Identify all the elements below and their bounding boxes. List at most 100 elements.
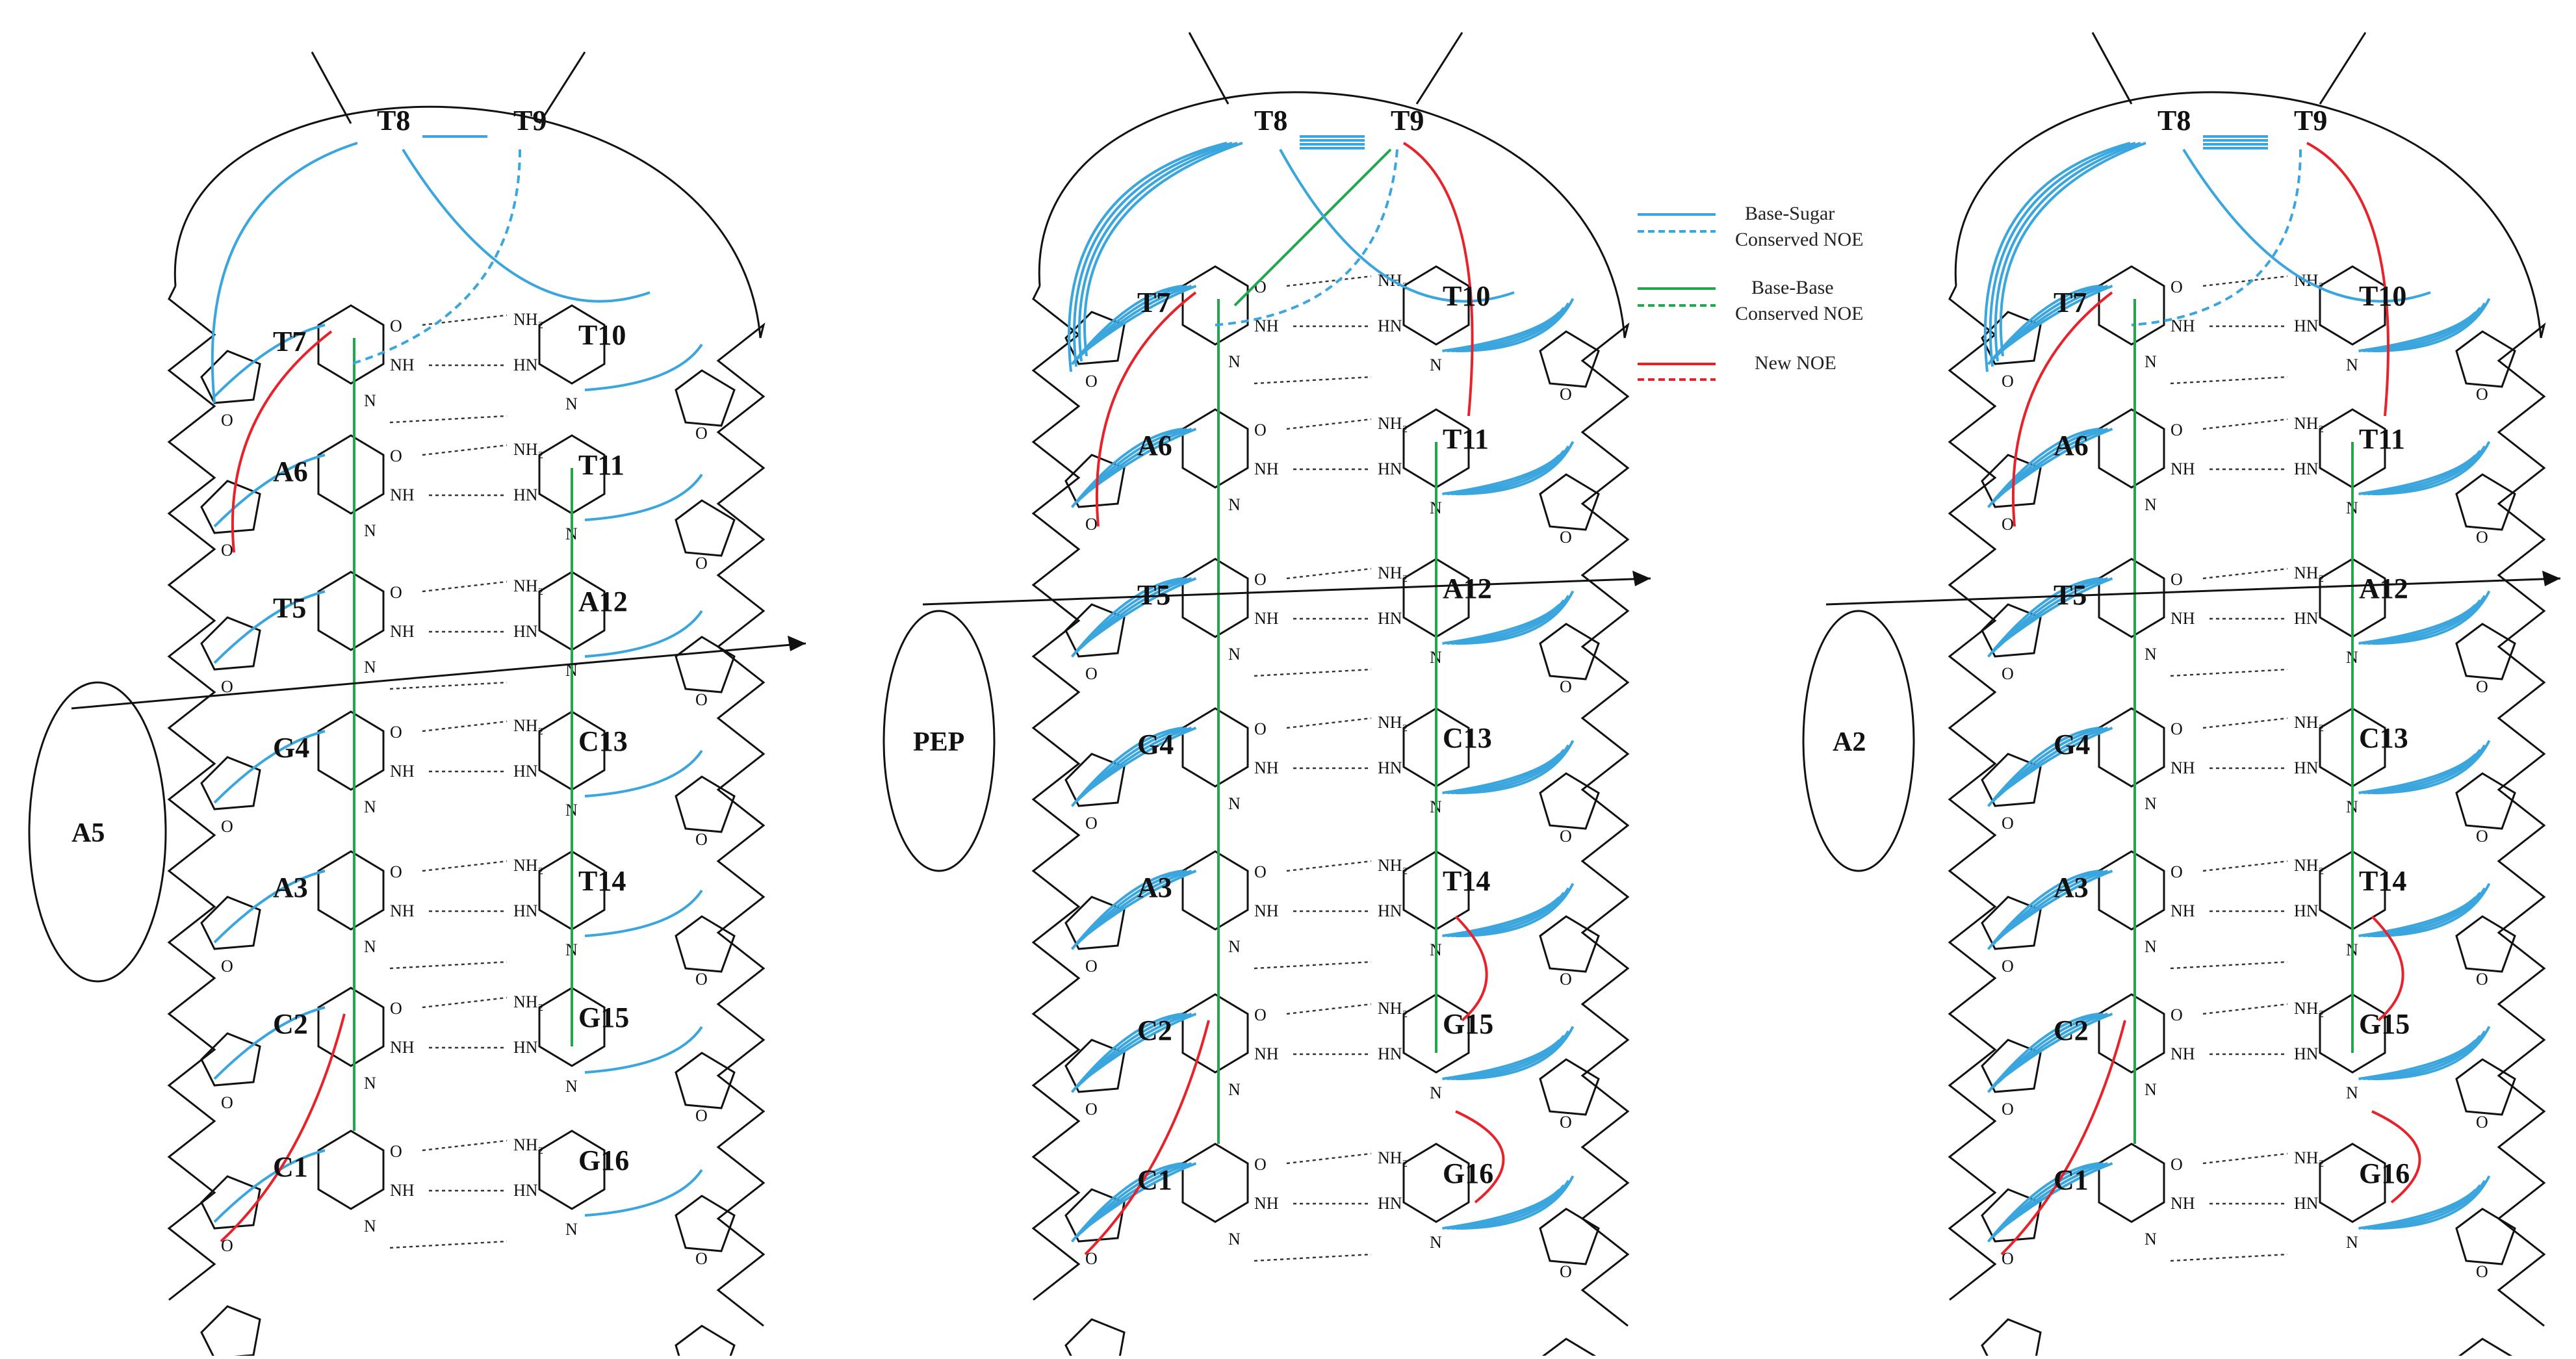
sugar-oxygen-label: O	[695, 830, 708, 849]
base-atom-label: N	[2145, 352, 2157, 371]
sugar-oxygen-label: O	[2002, 814, 2014, 833]
sugar-ring-left	[200, 350, 261, 404]
base-sugar-noe-arc	[2182, 148, 2431, 303]
base-atom-label: HN	[513, 356, 538, 374]
sugar-oxygen-label: O	[2002, 1249, 2014, 1268]
base-atom-label: HN	[513, 485, 538, 504]
new-noe-arc	[1455, 1110, 1505, 1204]
base-atom-label: NH	[390, 1038, 415, 1057]
base-sugar-noe-arc	[2372, 883, 2491, 938]
base-atom-label: O	[1254, 719, 1267, 738]
base-atom-label: O	[2170, 719, 2183, 738]
backbone-strand-right	[716, 322, 766, 1327]
sugar-oxygen-label: O	[1560, 677, 1572, 696]
base-ring-left	[1181, 558, 1249, 638]
base-atom-label: NH	[2170, 609, 2195, 628]
loop-spoke	[1188, 32, 1230, 105]
new-noe-arc	[2011, 291, 2113, 527]
base-atom-label: NH	[2170, 1044, 2195, 1063]
hydrogen-bond	[1254, 1253, 1372, 1262]
sugar-oxygen-label: O	[2002, 957, 2014, 976]
base-atom-label: N	[1228, 794, 1241, 813]
sugar-ring-right	[1539, 330, 1600, 388]
loop-spoke	[538, 51, 586, 124]
base-sugar-noe-arc	[1999, 142, 2146, 357]
hydrogen-bond	[2202, 860, 2288, 872]
base-atom-label: NH₂	[513, 992, 544, 1011]
residue-label-g16: G16	[1443, 1158, 1493, 1189]
base-sugar-noe-arc	[1447, 1035, 1565, 1080]
base-sugar-noe-arc	[2001, 1013, 2113, 1080]
base-ring-right	[538, 434, 606, 515]
ligand-label: PEP	[913, 727, 964, 757]
base-sugar-noe-arc	[1085, 1013, 1197, 1080]
base-atom-label: NH₂	[513, 1135, 544, 1154]
sugar-ring-right	[675, 499, 736, 557]
base-sugar-noe-arc	[213, 324, 326, 398]
ligand-ellipse	[882, 610, 996, 872]
base-atom-label: N	[364, 391, 376, 410]
base-sugar-noe-arc	[213, 730, 326, 804]
base-atom-label: NH	[390, 622, 415, 641]
base-sugar-noe-arc	[1989, 142, 2136, 367]
legend-base-sugar-label: Base-Sugar	[1745, 203, 1835, 224]
base-sugar-noe-arc	[1994, 142, 2141, 362]
residue-label-t14: T14	[1443, 865, 1490, 897]
base-atom-label: NH₂	[513, 576, 544, 595]
new-noe-arc	[220, 1013, 346, 1243]
base-sugar-noe-arc	[1987, 727, 2099, 807]
base-sugar-noe-arc	[2372, 298, 2491, 353]
base-atom-label: NH₂	[1378, 856, 1408, 875]
base-atom-label: N	[1430, 1083, 1442, 1102]
sugar-oxygen-label: O	[695, 1249, 708, 1268]
base-atom-label: NH₂	[513, 716, 544, 735]
sugar-oxygen-label: O	[695, 1106, 708, 1125]
base-sugar-noe-arc	[1085, 285, 1197, 352]
base-sugar-noe-arc	[584, 1026, 703, 1074]
ligand-arrow-head	[2542, 571, 2560, 586]
base-atom-label: N	[2145, 1230, 2157, 1249]
sugar-oxygen-label: O	[1560, 1113, 1572, 1132]
hydrogen-bond	[422, 444, 508, 456]
ligand-arrow-shaft	[1825, 577, 2561, 606]
sugar-oxygen-label: O	[695, 424, 708, 443]
sugar-ring-right	[2455, 915, 2516, 973]
residue-label-a12: A12	[1443, 573, 1492, 604]
sugar-ring-right	[1539, 473, 1600, 531]
base-ring-left	[2098, 408, 2165, 489]
hydrogen-bond	[1286, 860, 1372, 872]
residue-label-t11: T11	[1443, 423, 1489, 455]
base-atom-label: NH₂	[1378, 999, 1408, 1018]
base-atom-label: N	[2145, 1080, 2157, 1099]
residue-label-t14: T14	[2359, 865, 2406, 897]
sugar-oxygen-label: O	[1560, 827, 1572, 846]
base-sugar-noe-arc	[1070, 727, 1183, 807]
sugar-oxygen-label: O	[2476, 528, 2488, 547]
hydrogen-bond	[2202, 418, 2288, 430]
residue-label-a6: A6	[1137, 430, 1172, 461]
base-atom-label: HN	[2294, 758, 2319, 777]
base-sugar-noe-arc	[1456, 441, 1575, 496]
new-noe-arc	[2000, 1020, 2126, 1256]
sugar-oxygen-label: O	[2476, 1113, 2488, 1132]
base-sugar-noe-arc	[1083, 142, 1243, 357]
hydrogen-bond	[389, 415, 508, 424]
legend-base-base-label: Base-Base	[1751, 277, 1834, 298]
base-sugar-noe-arc	[1085, 577, 1197, 645]
residue-label-g4: G4	[273, 732, 309, 764]
base-atom-label: NH	[2170, 1194, 2195, 1213]
residue-label-c2: C2	[2054, 1015, 2089, 1046]
base-sugar-noe-arc	[1070, 577, 1183, 658]
base-sugar-noe-arc	[1070, 1162, 1183, 1243]
base-sugar-noe-arc	[402, 148, 650, 303]
base-atom-label: NH₂	[513, 310, 544, 329]
sugar-ring-right	[2455, 1208, 2516, 1265]
sugar-ring-right	[2455, 772, 2516, 830]
sugar-ring-right	[1539, 915, 1600, 973]
base-atom-label: N	[1430, 1233, 1442, 1252]
base-sugar-noe-arc	[1070, 870, 1183, 950]
hairpin-loop-arc	[174, 105, 762, 339]
base-atom-label: N	[2145, 645, 2157, 664]
sugar-ring-left	[200, 480, 261, 534]
